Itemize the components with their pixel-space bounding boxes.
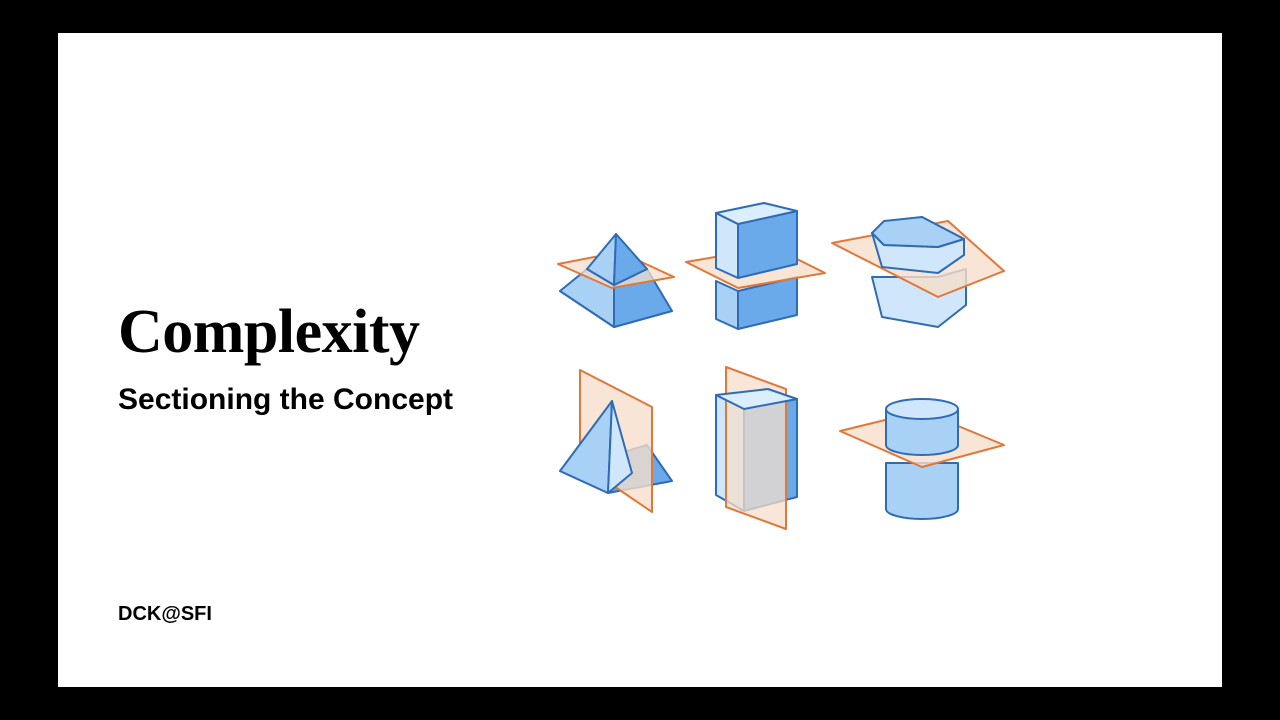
pyramid-horizontal-section-icon	[557, 233, 675, 328]
slide: Complexity Sectioning the Concept DCK@SF…	[58, 33, 1222, 687]
cube-horizontal-section-icon	[685, 202, 826, 330]
slide-title: Complexity	[118, 298, 420, 366]
box-vertical-section-icon	[715, 366, 798, 530]
hexagonal-prism-horizontal-section-icon	[831, 216, 1005, 328]
pyramid-vertical-section-icon	[559, 369, 673, 513]
slide-footer: DCK@SFI	[118, 603, 212, 625]
sectioned-solids-illustration	[557, 202, 1005, 530]
slide-subtitle: Sectioning the Concept	[118, 383, 454, 416]
cylinder-horizontal-section-icon	[839, 398, 1005, 520]
